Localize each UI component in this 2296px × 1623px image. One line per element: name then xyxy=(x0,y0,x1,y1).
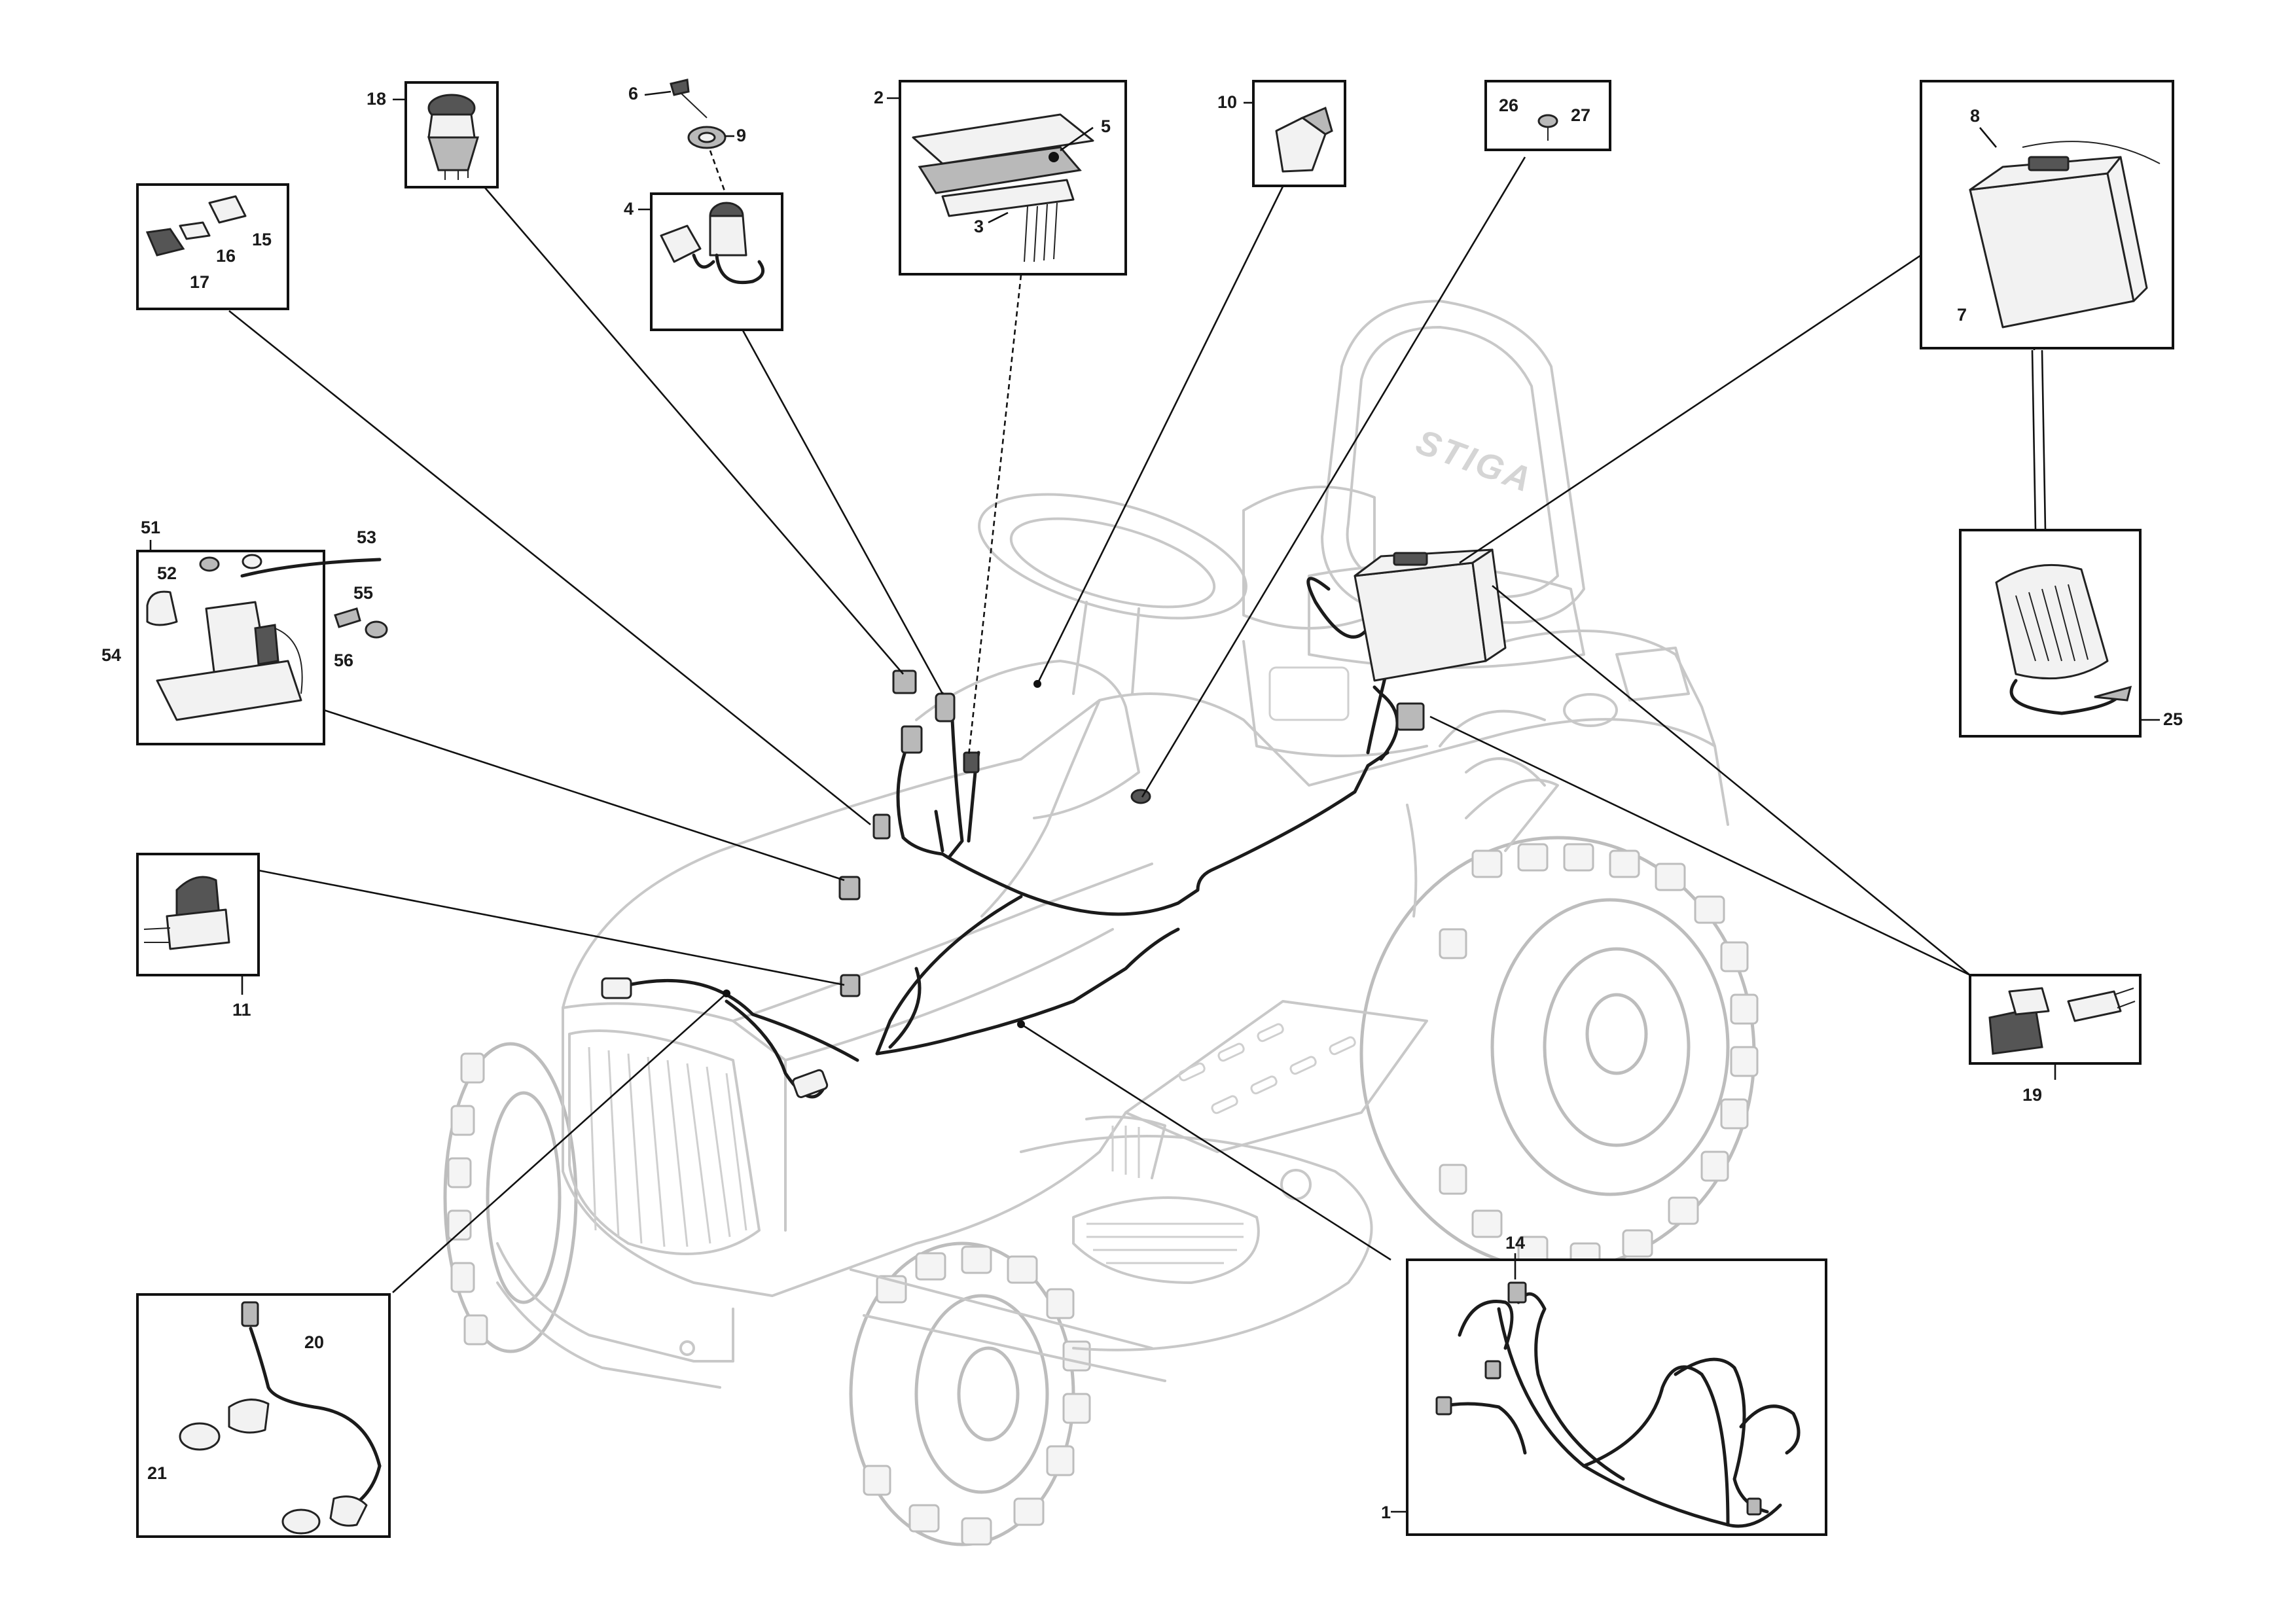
detail-box-connectors xyxy=(136,183,289,310)
detail-box-harness xyxy=(1406,1258,1827,1536)
callout-4: 4 xyxy=(624,199,634,219)
callout-1: 1 xyxy=(1381,1503,1391,1522)
brand-logo-text: STIGA xyxy=(1411,422,1538,501)
tractor-outline: STIGA xyxy=(443,300,1759,1546)
callout-51: 51 xyxy=(141,518,160,537)
detail-box-headlights xyxy=(136,1293,391,1538)
callout-labels: 1 2 3 4 5 6 7 8 9 10 11 14 15 16 17 18 1… xyxy=(101,84,2183,1522)
callout-2: 2 xyxy=(874,88,884,107)
callout-14: 14 xyxy=(1505,1233,1525,1253)
callout-8: 8 xyxy=(1970,106,1980,126)
callout-6: 6 xyxy=(628,84,638,103)
rear-wheel xyxy=(1359,836,1759,1272)
callout-3: 3 xyxy=(974,217,984,236)
detail-box-10 xyxy=(1252,80,1346,187)
callout-16: 16 xyxy=(216,246,236,266)
front-right-wheel xyxy=(849,1241,1091,1546)
callout-25: 25 xyxy=(2163,709,2183,729)
callout-ticks xyxy=(149,90,2160,1513)
callout-20: 20 xyxy=(304,1332,324,1352)
seat: STIGA xyxy=(1242,300,1585,757)
callout-17: 17 xyxy=(190,272,209,292)
key-and-nut xyxy=(670,79,728,197)
callout-54: 54 xyxy=(101,645,121,665)
callout-21: 21 xyxy=(147,1463,167,1483)
callout-56: 56 xyxy=(334,651,353,670)
detail-box-solenoid xyxy=(136,550,388,745)
front-grille xyxy=(568,1029,761,1255)
callout-18: 18 xyxy=(367,89,386,109)
callout-10: 10 xyxy=(1217,92,1237,112)
front-left-wheel xyxy=(443,1042,578,1353)
detail-box-26 xyxy=(1484,80,1611,151)
installed-wiring xyxy=(601,548,1507,1099)
callout-11: 11 xyxy=(232,1000,251,1020)
callout-26: 26 xyxy=(1499,96,1518,115)
callout-19: 19 xyxy=(2022,1085,2042,1105)
detail-box-18 xyxy=(404,81,499,188)
leader-lines xyxy=(228,156,2047,1293)
callout-7: 7 xyxy=(1957,305,1967,325)
callout-55: 55 xyxy=(353,583,373,603)
detail-box-battery xyxy=(1920,80,2174,349)
detail-box-19 xyxy=(1969,974,2142,1065)
callout-5: 5 xyxy=(1101,116,1111,136)
callout-53: 53 xyxy=(357,527,376,547)
footrest-plate xyxy=(1124,1000,1428,1153)
detail-box-4 xyxy=(650,192,783,331)
callout-52: 52 xyxy=(157,563,177,583)
callout-15: 15 xyxy=(252,230,272,249)
installed-battery xyxy=(1354,548,1507,682)
callout-27: 27 xyxy=(1571,105,1590,125)
callout-9: 9 xyxy=(736,126,746,145)
detail-box-11 xyxy=(136,853,260,976)
detail-box-charger xyxy=(1959,529,2142,738)
detail-box-2 xyxy=(899,80,1127,276)
